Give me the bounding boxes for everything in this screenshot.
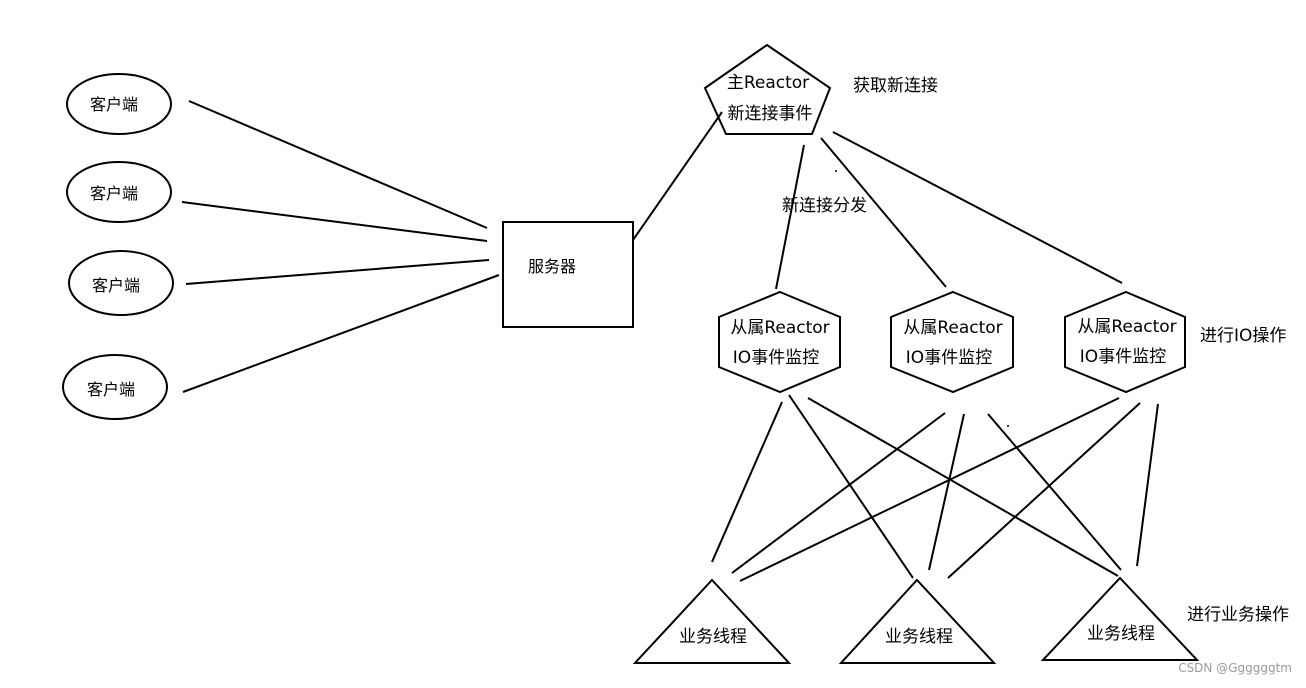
sub-reactor-subtitle-2: IO事件监控	[906, 348, 992, 368]
client-node-3	[68, 250, 174, 316]
edge-server-main-reactor	[632, 111, 723, 241]
edge-main-sub2	[820, 137, 947, 288]
main-reactor-node	[703, 43, 832, 135]
edge-client4-server	[182, 274, 500, 393]
edge-main-sub3	[832, 131, 1123, 284]
edge-sub1-worker2	[788, 394, 914, 579]
edge-sub1-worker3	[807, 397, 1119, 577]
sub-reactor-title-3: 从属Reactor	[1077, 317, 1176, 337]
sub-reactor-subtitle-3: IO事件监控	[1080, 347, 1166, 367]
worker-node-1	[632, 578, 792, 664]
main-reactor-title: 主Reactor	[727, 73, 809, 93]
sub-reactor-title-2: 从属Reactor	[903, 318, 1002, 338]
note-get-connection: 获取新连接	[853, 76, 938, 96]
edge-sub2-worker3	[987, 413, 1122, 571]
worker-label-3: 业务线程	[1087, 624, 1155, 644]
watermark: CSDN @Ggggggtm	[1178, 661, 1292, 675]
client-label-1: 客户端	[90, 95, 138, 114]
edge-sub3-worker2	[947, 402, 1141, 579]
edge-sub1-worker1	[711, 401, 783, 563]
worker-node-2	[838, 578, 997, 664]
main-reactor-subtitle: 新连接事件	[728, 104, 813, 124]
client-node-4	[62, 354, 168, 420]
note-io-ops: 进行IO操作	[1200, 326, 1286, 346]
sub-reactor-node-2	[890, 290, 1014, 394]
sub-reactor-node-1	[718, 290, 841, 394]
edge-sub3-worker1	[739, 397, 1120, 582]
client-node-1	[66, 73, 172, 135]
edge-main-sub1	[775, 144, 805, 290]
client-label-2: 客户端	[90, 184, 138, 203]
sub-reactor-subtitle-1: IO事件监控	[733, 348, 819, 368]
edge-sub2-worker2	[928, 413, 965, 571]
server-node	[502, 221, 634, 328]
edge-sub2-worker1	[731, 412, 946, 574]
client-node-2	[66, 161, 172, 223]
client-label-3: 客户端	[92, 276, 140, 295]
server-label: 服务器	[528, 257, 576, 276]
edge-client2-server	[181, 201, 488, 242]
worker-node-3	[1040, 576, 1200, 661]
stray-dot	[835, 170, 837, 172]
stray-dot	[1007, 425, 1009, 427]
edge-sub3-worker3	[1136, 403, 1159, 567]
sub-reactor-title-1: 从属Reactor	[730, 318, 829, 338]
client-label-4: 客户端	[87, 380, 135, 399]
sub-reactor-node-3	[1064, 290, 1186, 394]
worker-label-1: 业务线程	[679, 627, 747, 647]
note-dispatch: 新连接分发	[782, 196, 867, 216]
edge-client1-server	[188, 100, 488, 229]
worker-label-2: 业务线程	[885, 627, 953, 647]
edge-client3-server	[185, 259, 490, 285]
note-biz-ops: 进行业务操作	[1187, 605, 1289, 625]
